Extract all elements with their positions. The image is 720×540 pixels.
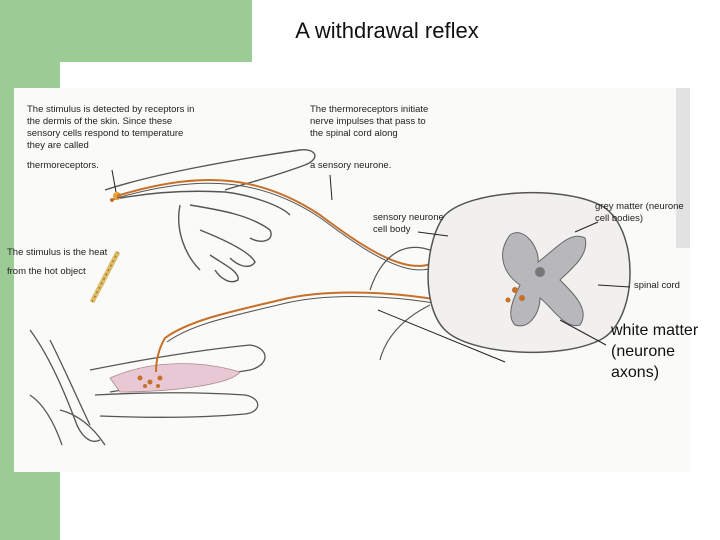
label-stimulus-heat: The stimulus is the heat (7, 247, 108, 258)
label-grey-matter: grey matter (neurone cell bodies) (595, 201, 684, 224)
central-canal (535, 267, 545, 277)
label-white-matter: white matter (neurone axons) (611, 322, 699, 381)
sensory-nerve-outline (116, 182, 458, 271)
motor-end-plates (137, 375, 163, 388)
label-thermoreceptors: thermoreceptors. (27, 160, 99, 171)
label-thermoreceptors-initiate: The thermoreceptors initiate nerve impul… (310, 104, 429, 139)
leader-lines (111, 169, 631, 363)
label-stimulus-detected: The stimulus is detected by receptors in… (27, 104, 195, 151)
slide-title: A withdrawal reflex (295, 18, 479, 43)
photo-edge-shade (676, 88, 690, 248)
hand-illustration (104, 149, 316, 283)
muscle-region (109, 363, 241, 393)
top-green-band (0, 0, 252, 62)
spinal-cord-cross-section (369, 191, 631, 361)
label-sensory-neurone: a sensory neurone. (310, 160, 392, 171)
label-hot-object: from the hot object (7, 266, 86, 277)
relay-neurone (505, 287, 525, 303)
hot-object-icon (89, 250, 121, 304)
label-spinal-cord: spinal cord (634, 280, 680, 291)
label-sensory-neurone-cell-body: sensory neurone cell body (373, 212, 444, 235)
